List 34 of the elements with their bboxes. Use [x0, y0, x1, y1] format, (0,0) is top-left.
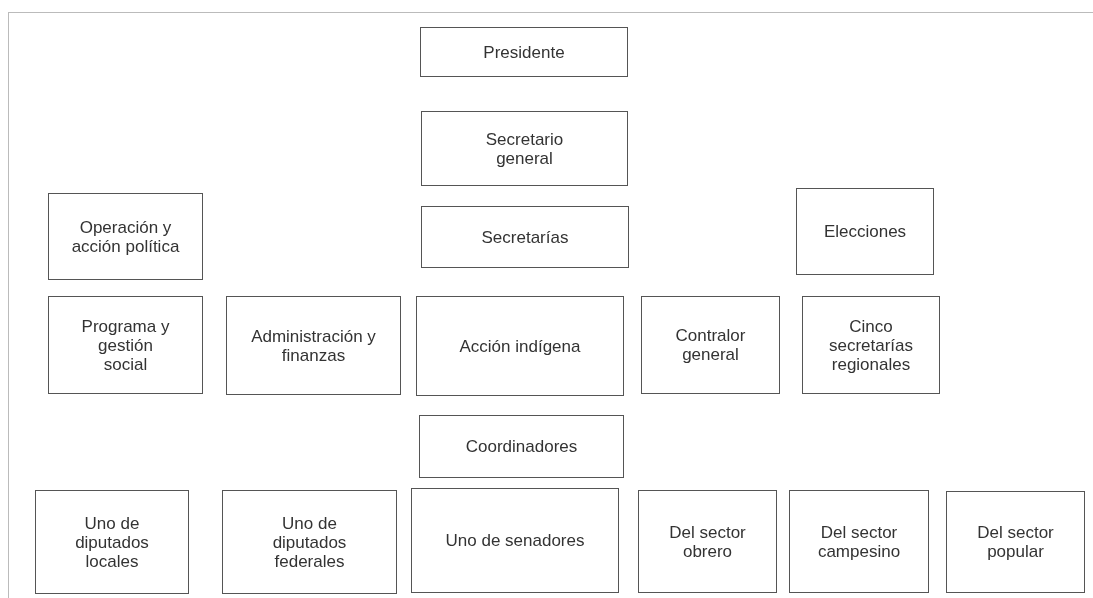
box-label: Del sector obrero	[668, 522, 747, 561]
org-box	[946, 491, 1085, 593]
box-label: Programa y gestión social	[80, 316, 171, 374]
box-label: Del sector campesino	[816, 522, 902, 561]
box-label: Operación y acción política	[70, 217, 181, 256]
box-label: Acción indígena	[459, 336, 581, 356]
org-box	[796, 188, 934, 275]
org-box	[638, 490, 777, 593]
box-label: Cinco secretarías regionales	[827, 316, 915, 374]
org-box	[802, 296, 940, 394]
box-label: Uno de diputados locales	[74, 513, 150, 571]
org-box	[421, 111, 628, 186]
org-box	[421, 206, 629, 268]
box-label: Elecciones	[823, 222, 907, 241]
box-label: Uno de senadores	[445, 531, 585, 550]
org-box	[420, 27, 628, 77]
org-box	[48, 296, 203, 394]
box-label: Secretario general	[484, 129, 565, 168]
box-label: Secretarías	[481, 227, 569, 247]
org-box	[411, 488, 619, 593]
box-label: Coordinadores	[465, 437, 578, 456]
box-label: Presidente	[483, 42, 565, 62]
org-box	[419, 415, 624, 478]
org-box	[35, 490, 189, 594]
box-label: Uno de diputados federales	[271, 513, 348, 571]
box-label: Administración y finanzas	[251, 326, 376, 365]
org-box	[789, 490, 929, 593]
box-label: Contralor general	[674, 326, 747, 364]
org-box	[222, 490, 397, 594]
org-box	[416, 296, 624, 396]
box-label: Del sector popular	[976, 523, 1055, 561]
org-box	[641, 296, 780, 394]
org-box	[226, 296, 401, 395]
org-box	[48, 193, 203, 280]
